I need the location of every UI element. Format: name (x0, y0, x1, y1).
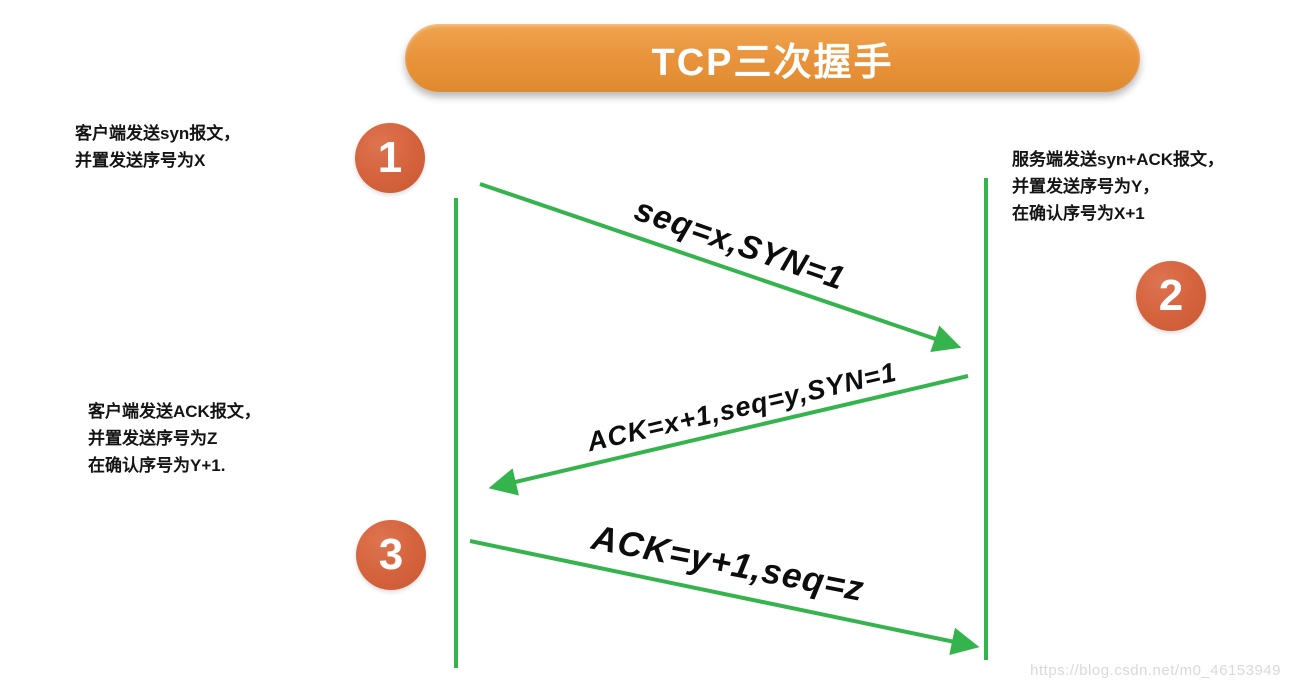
message-label-syn-ack: ACK=x+1,seq=y,SYN=1 (584, 356, 900, 458)
step-badge-1: 1 (355, 123, 425, 193)
annotation-step1: 客户端发送syn报文， 并置发送序号为X (75, 120, 240, 174)
annotation-step3-line2: 并置发送序号为Z (88, 429, 218, 448)
annotation-step3: 客户端发送ACK报文， 并置发送序号为Z 在确认序号为Y+1. (88, 398, 261, 479)
watermark: https://blog.csdn.net/m0_46153949 (1030, 662, 1281, 679)
syn-arrow (479, 182, 962, 353)
annotation-step2: 服务端发送syn+ACK报文， 并置发送序号为Y， 在确认序号为X+1 (1012, 146, 1224, 227)
annotation-step3-line1: 客户端发送ACK报文， (88, 402, 261, 421)
annotation-step2-line3: 在确认序号为X+1 (1012, 204, 1145, 223)
page-title: TCP三次握手 (651, 41, 894, 84)
message-label-syn: seq=x,SYN=1 (630, 190, 851, 297)
message-label-ack: ACK=y+1,seq=z (588, 517, 868, 610)
step-badge-2-number: 2 (1158, 271, 1184, 320)
annotation-step3-line3: 在确认序号为Y+1. (88, 456, 226, 475)
step-badge-2: 2 (1136, 261, 1206, 331)
annotation-step1-line1: 客户端发送syn报文， (75, 124, 241, 143)
title-banner: TCP三次握手 (405, 24, 1140, 92)
annotation-step1-line2: 并置发送序号为X (75, 151, 206, 170)
annotation-step2-line1: 服务端发送syn+ACK报文， (1012, 150, 1225, 169)
step-badge-3: 3 (356, 520, 426, 590)
annotation-step2-line2: 并置发送序号为Y， (1012, 177, 1160, 196)
step-badge-1-number: 1 (377, 133, 403, 182)
step-badge-3-number: 3 (378, 530, 404, 579)
